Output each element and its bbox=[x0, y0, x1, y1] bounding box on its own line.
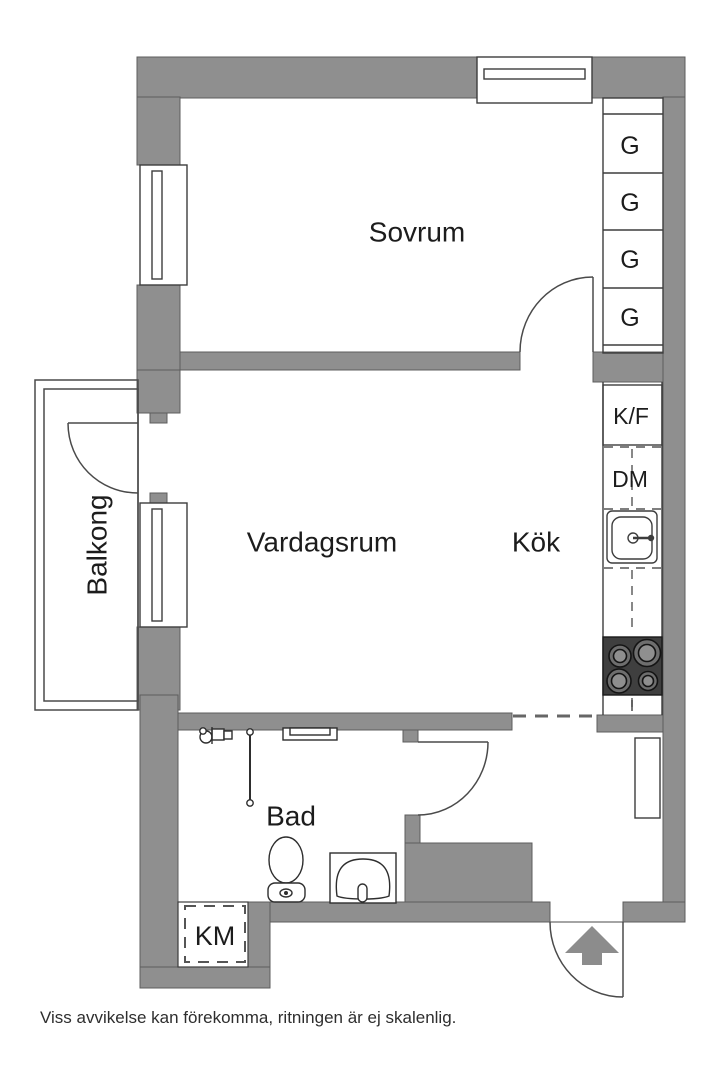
wardrobe-label: G bbox=[620, 304, 639, 332]
room-label-vardagsrum: Vardagsrum bbox=[247, 527, 397, 558]
washbasin bbox=[329, 852, 397, 904]
wall-divider-bathroom bbox=[177, 712, 513, 731]
washing-machine-space bbox=[177, 901, 249, 968]
toilet bbox=[267, 836, 306, 903]
wardrobe-label: G bbox=[620, 189, 639, 217]
wall-divider-bedroom bbox=[179, 351, 521, 371]
wall-bath-door-stub bbox=[402, 729, 419, 743]
washing-machine-label: KM bbox=[195, 921, 236, 951]
wardrobe-outline bbox=[602, 97, 664, 354]
balcony-inner-rail bbox=[43, 388, 139, 702]
room-label-balkong: Balkong bbox=[82, 494, 113, 595]
wall-kitchen-bottom bbox=[596, 714, 664, 733]
wardrobe-label: G bbox=[620, 246, 639, 274]
wall-balcony-door-jamb-bottom bbox=[149, 492, 168, 504]
window-glazing bbox=[151, 170, 163, 280]
wall-left-bottom-section bbox=[139, 694, 179, 988]
room-label-sovrum: Sovrum bbox=[369, 217, 465, 248]
wall-left-living-upper bbox=[136, 369, 181, 414]
balcony-railing bbox=[34, 379, 139, 711]
door-swing-arc bbox=[549, 921, 624, 998]
door-bedroom bbox=[519, 276, 594, 353]
window-glazing bbox=[483, 68, 586, 80]
bathroom-fixtures bbox=[199, 727, 397, 904]
wardrobe-column bbox=[602, 97, 664, 354]
shower-rail bbox=[246, 728, 254, 807]
door-entry bbox=[549, 921, 624, 998]
door-swing-arc bbox=[519, 276, 594, 353]
window-frame bbox=[476, 56, 593, 104]
km-dashed-box bbox=[184, 905, 246, 963]
wall-top-right bbox=[591, 56, 686, 99]
wall-km-bottom bbox=[139, 966, 271, 989]
wall-right bbox=[662, 96, 686, 923]
window-frame bbox=[139, 164, 188, 286]
shower-mixer-icon bbox=[199, 727, 233, 744]
sink-outer bbox=[606, 510, 658, 564]
hall-cabinet bbox=[634, 737, 661, 819]
kitchen-counter bbox=[602, 382, 663, 715]
doors bbox=[67, 276, 624, 998]
dishwasher-label: DM bbox=[612, 466, 648, 492]
hallway bbox=[513, 714, 661, 819]
fridge-freezer-box bbox=[602, 384, 663, 446]
washbasin-tap bbox=[357, 883, 368, 903]
kitchen-sink bbox=[606, 510, 658, 564]
window-bedroom-left bbox=[139, 164, 188, 286]
door-bathroom bbox=[417, 741, 489, 816]
wall-structure bbox=[136, 56, 686, 989]
wall-entry-bottom-right bbox=[622, 901, 686, 923]
wall-divider-bedroom-kitchen bbox=[592, 351, 664, 383]
window-top bbox=[476, 56, 593, 104]
room-label-kok: Kök bbox=[512, 527, 561, 558]
wall-balcony-door-jamb-top bbox=[149, 412, 168, 424]
wall-left-bedroom-upper bbox=[136, 96, 181, 166]
km-niche bbox=[177, 901, 249, 968]
windows bbox=[139, 56, 593, 628]
wall-bath-bottom bbox=[247, 901, 551, 923]
labels: Sovrum Vardagsrum Kök Bad Balkong G G G … bbox=[82, 132, 649, 951]
stove bbox=[602, 636, 663, 696]
burner-inner bbox=[641, 674, 655, 688]
wall-shelf bbox=[282, 727, 338, 741]
disclaimer-text: Viss avvikelse kan förekomma, ritningen … bbox=[40, 1008, 456, 1027]
burner-inner bbox=[612, 648, 628, 664]
window-balcony bbox=[139, 502, 188, 628]
wall-left-bedroom-lower bbox=[136, 284, 181, 371]
window-frame bbox=[139, 502, 188, 628]
faucet-head bbox=[647, 534, 655, 542]
door-swing-arc bbox=[67, 422, 139, 494]
burner-inner bbox=[610, 672, 628, 690]
burner-inner bbox=[637, 643, 657, 663]
room-label-bad: Bad bbox=[266, 801, 316, 832]
wall-bath-right bbox=[404, 814, 421, 846]
fridge-freezer-label: K/F bbox=[613, 403, 649, 429]
door-balcony bbox=[67, 422, 139, 494]
wardrobe-label: G bbox=[620, 132, 639, 160]
door-swing-arc bbox=[417, 741, 489, 816]
entry-arrow-icon bbox=[565, 926, 619, 965]
toilet-bowl bbox=[268, 836, 304, 884]
window-glazing bbox=[151, 508, 163, 622]
wall-top-left bbox=[136, 56, 478, 99]
wall-bath-hall-chunk bbox=[404, 842, 533, 903]
